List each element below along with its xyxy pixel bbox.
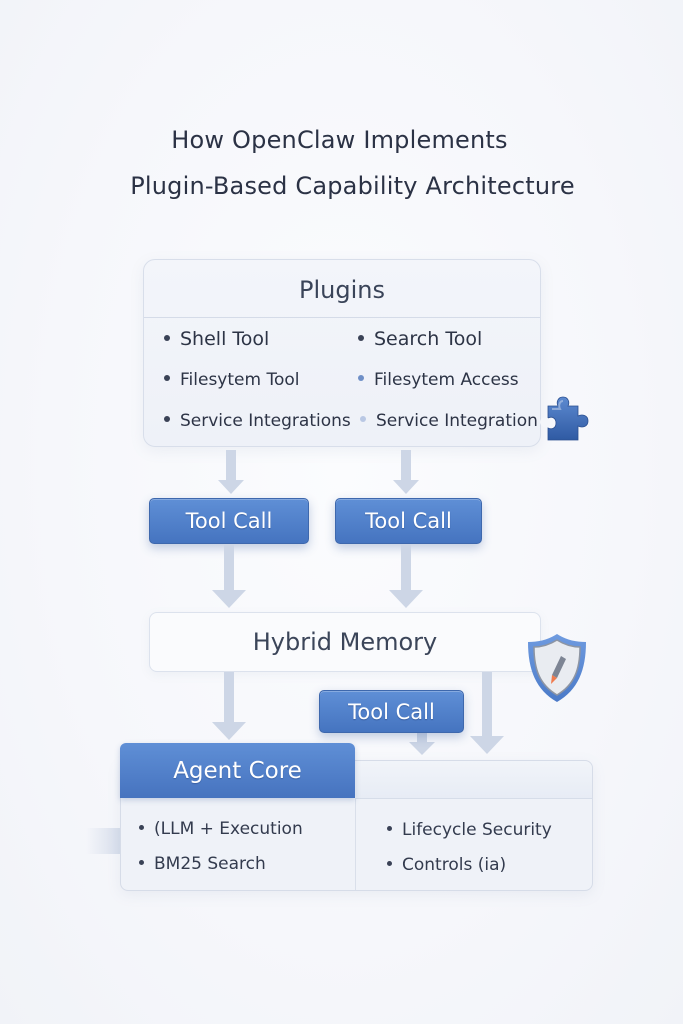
decorative-shadow: [86, 828, 126, 854]
plugin-item: Service Integration: [360, 411, 538, 431]
arrow-toolcall-middle-to-core: [409, 730, 435, 756]
arrow-memory-to-agent-core: [212, 672, 246, 740]
plugin-item: Filesytem Tool: [164, 370, 299, 390]
agent-core-heading: Agent Core: [120, 743, 355, 798]
bullet-icon: [164, 375, 170, 381]
bullet-icon: [358, 375, 364, 381]
tool-call-button-middle[interactable]: Tool Call: [319, 690, 464, 733]
diagram-title-line-2: Plugin-Based Capability Architecture: [130, 172, 575, 200]
agent-core-item: Lifecycle Security: [387, 820, 552, 840]
arrow-toolcall-left-to-memory: [212, 544, 246, 608]
bullet-icon: [387, 860, 392, 866]
bullet-icon: [139, 859, 144, 865]
plugin-item: Shell Tool: [164, 328, 269, 350]
bullet-icon: [358, 334, 364, 341]
plugin-item: Filesytem Access: [358, 370, 519, 390]
arrow-toolcall-right-to-memory: [389, 544, 423, 608]
agent-core-item: Controls (ia): [387, 855, 506, 875]
puzzle-piece-icon: [540, 396, 589, 441]
shield-pen-icon: [528, 634, 586, 702]
plugin-item: Service Integrations: [164, 411, 351, 431]
tool-call-button-right[interactable]: Tool Call: [335, 498, 482, 544]
tool-call-button-left[interactable]: Tool Call: [149, 498, 309, 544]
bullet-icon: [164, 416, 170, 422]
bullet-icon: [139, 824, 144, 830]
diagram-title-line-1: How OpenClaw Implements: [171, 126, 508, 154]
plugins-heading: Plugins: [144, 260, 540, 318]
plugins-card: Plugins Shell Tool Filesytem Tool Servic…: [143, 259, 541, 447]
agent-core-item: (LLM + Execution: [139, 819, 303, 839]
arrow-plugins-to-toolcall-left: [218, 450, 244, 494]
agent-core-right-header: [356, 761, 592, 799]
bullet-icon: [360, 416, 366, 422]
agent-core-divider: [355, 798, 356, 890]
arrow-memory-to-core-right: [470, 672, 504, 754]
arrow-plugins-to-toolcall-right: [393, 450, 419, 494]
agent-core-item: BM25 Search: [139, 854, 266, 874]
hybrid-memory-box: Hybrid Memory: [149, 612, 541, 672]
plugin-item: Search Tool: [358, 328, 482, 350]
bullet-icon: [387, 825, 392, 831]
bullet-icon: [164, 334, 170, 341]
